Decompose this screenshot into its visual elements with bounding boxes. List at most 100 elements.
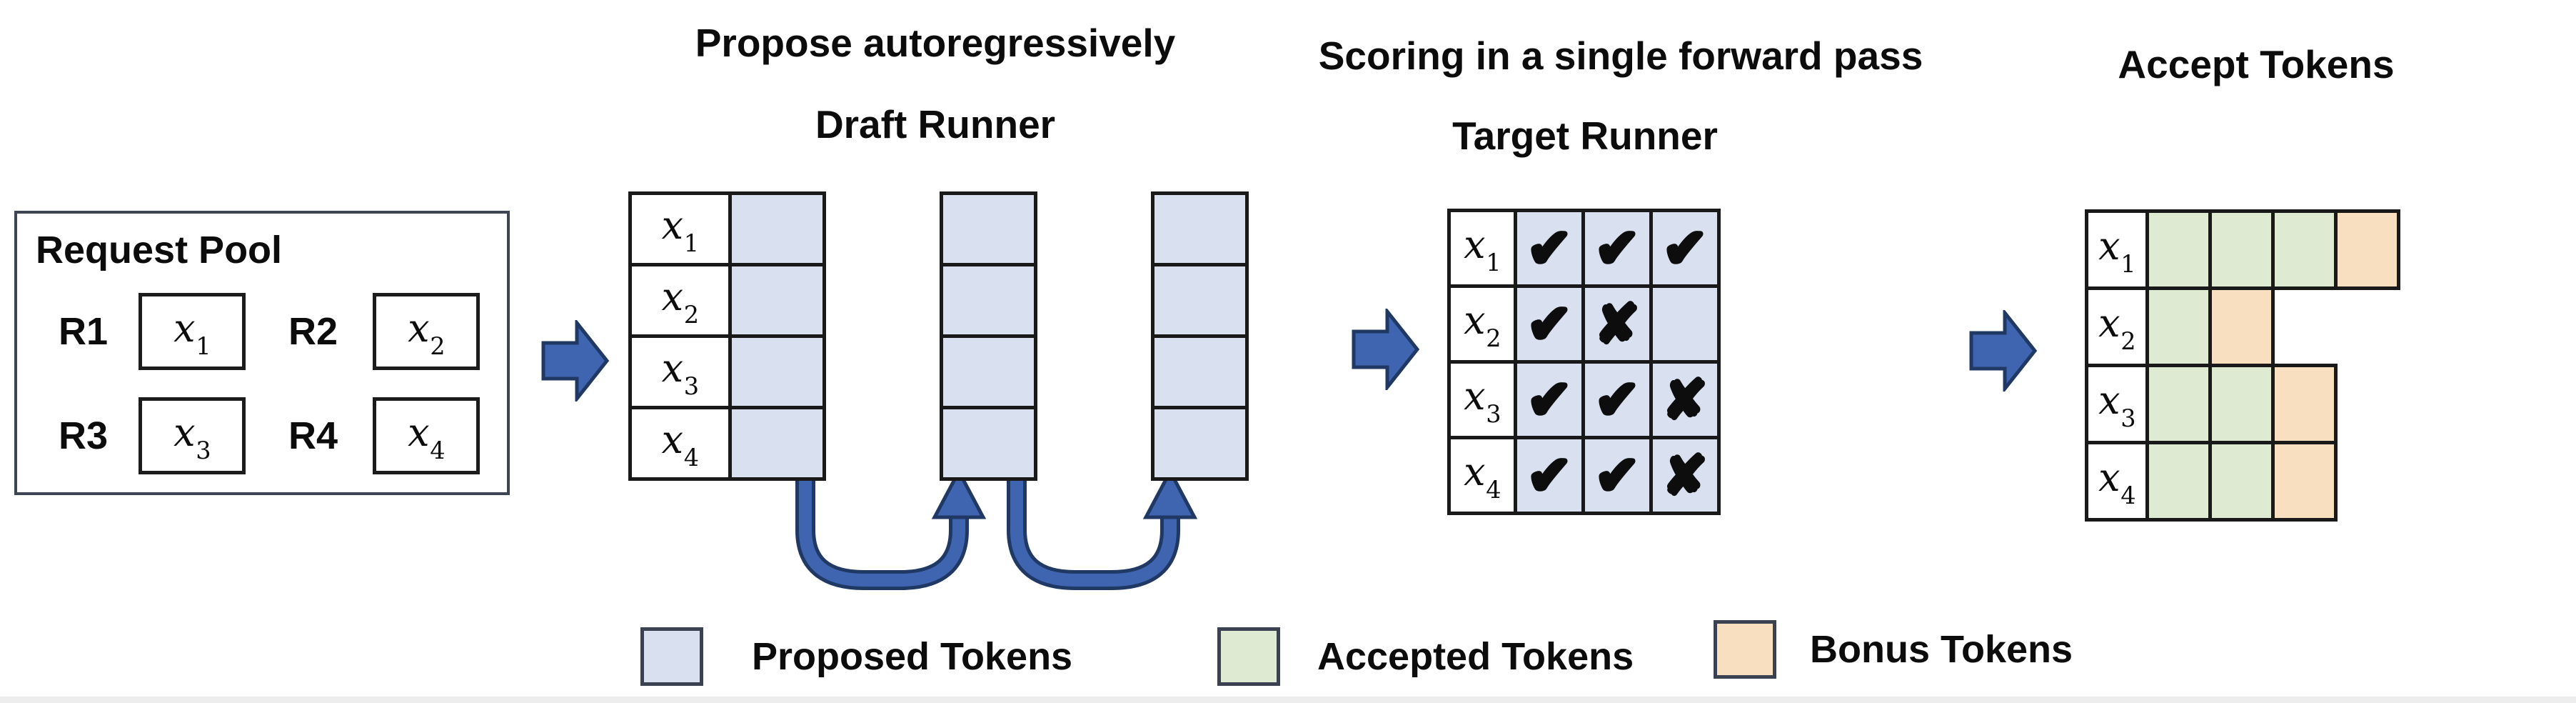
accepted-token-cell (2271, 209, 2338, 290)
draft-runner-row: x3 (628, 334, 826, 409)
token-label: x1 (1464, 222, 1501, 277)
draft-runner-row: x4 (628, 406, 826, 481)
accepted-token-cell (2208, 441, 2275, 522)
target-runner-row: x4✔✔✘ (1447, 436, 1721, 515)
token-label: x4 (1464, 449, 1501, 504)
draft-label-cell: x2 (628, 263, 732, 338)
legend-label: Bonus Tokens (1810, 628, 2073, 671)
draft-label-cell: x3 (628, 334, 732, 409)
proposed-token-cell (728, 334, 826, 409)
target-label-cell: x3 (1447, 360, 1517, 439)
accept-tokens-row: x2 (2085, 286, 2275, 367)
request-token-box: x2 (373, 293, 480, 370)
proposed-token-cell (940, 191, 1037, 266)
token-label: x3 (2098, 378, 2136, 433)
accepted-token-cell (2145, 286, 2212, 367)
draft-runner-row: x1 (628, 191, 826, 266)
token-label: x1 (661, 203, 700, 258)
draft-runner-title: Draft Runner (815, 102, 1056, 146)
accept-label-cell: x1 (2085, 209, 2149, 290)
token-label: x1 (173, 305, 211, 360)
accepted-token-cell (2145, 441, 2212, 522)
cross-icon: ✘ (1594, 294, 1641, 354)
legend-label: Accepted Tokens (1317, 635, 1634, 678)
request-id-label: R4 (288, 414, 338, 457)
bonus-token-cell (2334, 209, 2400, 290)
accept-label-cell: x3 (2085, 364, 2149, 444)
check-icon: ✔ (1526, 294, 1573, 354)
accept-tokens-row: x1 (2085, 209, 2400, 290)
legend-label: Proposed Tokens (752, 635, 1073, 678)
scoring-title: Scoring in a single forward pass (1318, 34, 1923, 78)
check-icon: ✔ (1594, 218, 1641, 278)
propose-title: Propose autoregressively (695, 21, 1176, 65)
accept-tokens-title: Accept Tokens (2118, 42, 2395, 86)
request-token-box: x4 (373, 397, 480, 474)
token-label: x2 (1464, 298, 1501, 353)
score-cell: ✘ (1649, 436, 1721, 515)
score-cell: ✔ (1514, 284, 1585, 364)
draft-label-cell: x1 (628, 191, 732, 266)
legend-swatch-proposed (640, 627, 703, 686)
target-runner-row: x3 ✔ ✔ ✘ (1447, 360, 1721, 439)
request-id-label: R3 (59, 414, 109, 457)
proposed-token-cell (728, 406, 826, 481)
accept-label-cell: x4 (2085, 441, 2149, 522)
token-label: x3 (173, 409, 211, 464)
proposed-token-cell (1151, 406, 1249, 481)
autoregressive-loop-arrow (795, 467, 987, 590)
target-runner-row: x1✔✔✔ (1447, 209, 1721, 288)
accepted-token-cell (2208, 209, 2275, 290)
accept-tokens-row: x4 (2085, 441, 2338, 522)
token-label: x4 (2098, 455, 2136, 510)
proposed-token-cell (1151, 334, 1249, 409)
score-cell: ✔ (1581, 209, 1653, 288)
check-icon: ✔ (1526, 369, 1573, 429)
request-id-label: R1 (59, 310, 109, 353)
draft-runner-row: x2 (628, 263, 826, 338)
target-label-cell: x1 (1447, 209, 1517, 288)
accepted-token-cell (2145, 364, 2212, 444)
proposed-token-cell (1151, 191, 1249, 266)
proposed-token-cell (940, 334, 1037, 409)
bonus-token-cell (2271, 441, 2338, 522)
flow-arrow-icon (1352, 309, 1420, 390)
legend-swatch-accepted (1217, 627, 1280, 686)
check-icon: ✔ (1594, 369, 1641, 429)
score-cell: ✔ (1514, 209, 1585, 288)
cross-icon: ✘ (1661, 369, 1709, 429)
accepted-token-cell (2208, 364, 2275, 444)
proposed-token-cell (1151, 263, 1249, 338)
score-cell: ✘ (1649, 360, 1721, 439)
target-label-cell: x4 (1447, 436, 1517, 515)
proposed-token-cell (940, 263, 1037, 338)
score-cell: ✘ (1581, 284, 1653, 364)
autoregressive-loop-arrows (795, 467, 1198, 590)
check-icon: ✔ (1661, 218, 1709, 278)
proposed-token-cell (728, 191, 826, 266)
screenshot-edge-strip (0, 697, 2576, 703)
score-cell: ✔ (1649, 209, 1721, 288)
target-runner-row: x2 ✔ ✘ (1447, 284, 1721, 364)
token-label: x2 (408, 305, 446, 360)
token-label: x3 (661, 346, 700, 401)
draft-step-column (940, 191, 1037, 481)
token-label: x3 (1464, 374, 1501, 429)
score-cell: ✔ (1514, 436, 1585, 515)
score-cell (1649, 284, 1721, 364)
bonus-token-cell (2208, 286, 2275, 367)
token-label: x2 (661, 274, 700, 329)
score-cell: ✔ (1581, 436, 1653, 515)
token-label: x2 (2098, 301, 2136, 356)
flow-arrow-icon (1969, 310, 2038, 392)
request-token-box: x1 (139, 293, 246, 370)
autoregressive-loop-arrow (1007, 467, 1198, 590)
check-icon: ✔ (1594, 445, 1641, 505)
draft-step-column (1151, 191, 1249, 481)
target-label-cell: x2 (1447, 284, 1517, 364)
request-id-label: R2 (288, 310, 338, 353)
score-cell: ✔ (1581, 360, 1653, 439)
target-runner-title: Target Runner (1452, 114, 1718, 158)
